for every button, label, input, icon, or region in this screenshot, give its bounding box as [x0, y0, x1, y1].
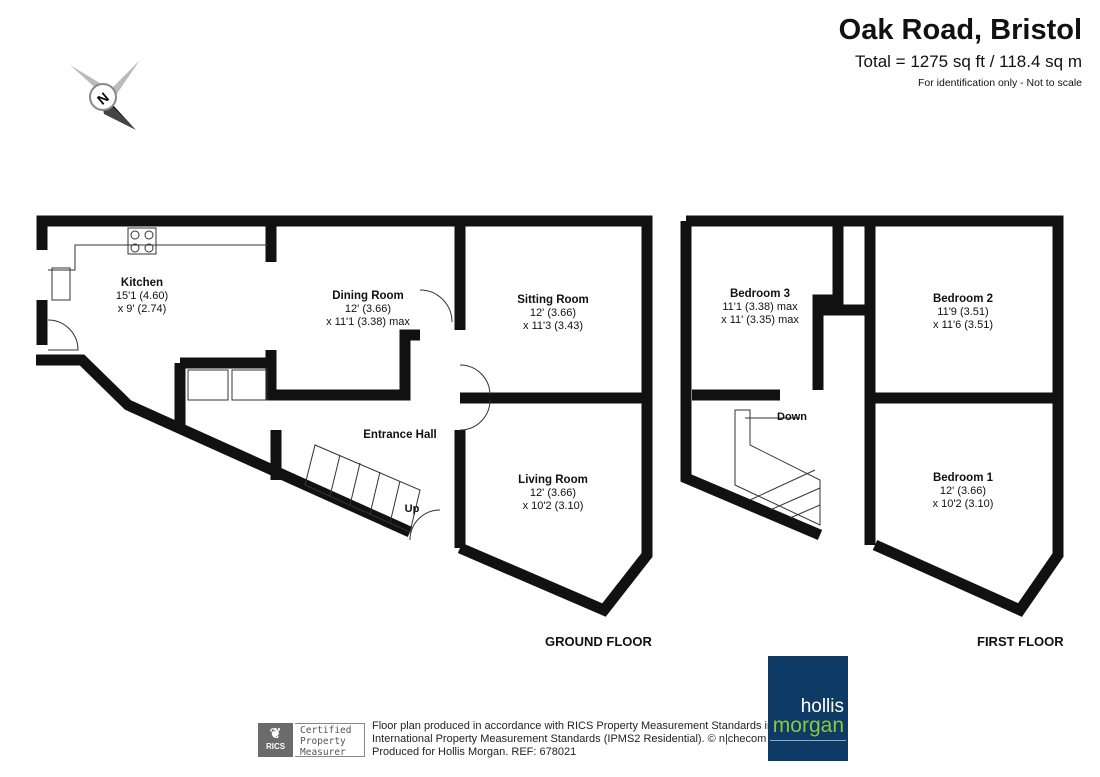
- room-entrance-hall: Entrance Hall: [363, 429, 437, 441]
- rics-logo: ❦RICS: [258, 723, 293, 757]
- ground-stairs: [304, 444, 421, 533]
- first-floor-walls: [680, 215, 1064, 617]
- first-stairs: [734, 409, 821, 526]
- footer-line-3: Produced for Hollis Morgan. REF: 678021: [372, 746, 577, 758]
- disclaimer: For identification only - Not to scale: [918, 77, 1082, 89]
- footer-note: Floor plan produced in accordance with R…: [372, 720, 828, 759]
- compass-icon: [70, 60, 140, 130]
- ground-floor-walls: [36, 215, 653, 617]
- property-title: Oak Road, Bristol: [838, 14, 1082, 46]
- footer-line-1: Floor plan produced in accordance with R…: [372, 720, 829, 732]
- ground-floor-label: GROUND FLOOR: [545, 634, 652, 649]
- stairs-down-label: Down: [777, 411, 807, 423]
- first-floor-label: FIRST FLOOR: [977, 634, 1064, 649]
- stairs-up-label: Up: [404, 503, 420, 515]
- kitchen-counter: [47, 227, 491, 541]
- footer-line-2: International Property Measurement Stand…: [372, 733, 797, 745]
- total-area: Total = 1275 sq ft / 118.4 sq m: [855, 52, 1082, 71]
